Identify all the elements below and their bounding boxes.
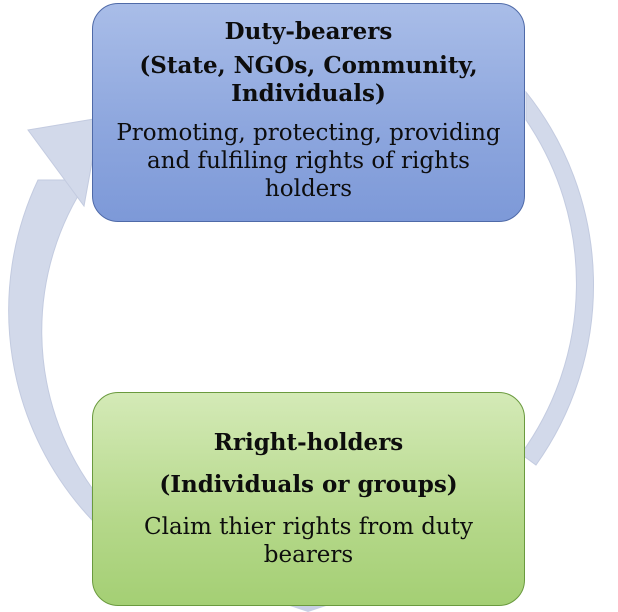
arrow-bottom-tip	[290, 606, 326, 612]
right-holders-title: Rright-holders	[213, 428, 404, 456]
right-holders-box: Rright-holders (Individuals or groups) C…	[92, 392, 525, 606]
duty-bearers-box: Duty-bearers (State, NGOs, Community, In…	[92, 3, 525, 222]
duty-bearers-subtitle: (State, NGOs, Community, Individuals)	[139, 52, 478, 108]
right-holders-description: Claim thier rights from duty bearers	[144, 514, 473, 569]
right-holders-subtitle: (Individuals or groups)	[159, 470, 458, 498]
arrow-right-arc	[520, 90, 594, 466]
duty-bearers-title: Duty-bearers	[224, 18, 393, 46]
duty-bearers-description: Promoting, protecting, providing and ful…	[116, 119, 501, 202]
arrow-left-arc	[8, 179, 93, 522]
